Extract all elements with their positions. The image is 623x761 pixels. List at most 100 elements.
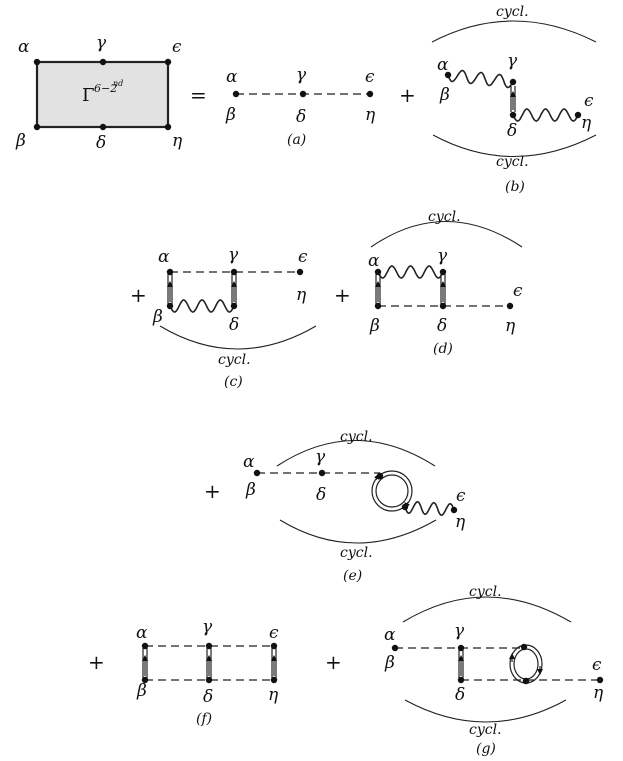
cycl-label: cycl. — [469, 722, 502, 738]
caption-b: (b) — [505, 179, 525, 195]
box-corner-dot — [33, 58, 41, 66]
label-alpha: α — [384, 625, 396, 645]
diagram-a: α γ ϵ β δ η (a) — [225, 65, 376, 148]
cycl-label: cycl. — [218, 352, 251, 368]
fermion-loop — [509, 644, 543, 684]
label-epsilon: ϵ — [592, 655, 602, 675]
plus-sign: + — [204, 479, 221, 503]
label-delta: δ — [507, 121, 517, 141]
label-eta: η — [296, 285, 307, 305]
cycl-label: cycl. — [428, 209, 461, 225]
plus-sign: + — [334, 283, 351, 307]
cycl-arc-bottom — [159, 325, 317, 350]
label-eta: η — [505, 316, 516, 336]
vertex-dot — [391, 644, 399, 652]
label-beta: β — [245, 480, 256, 500]
plus-sign: + — [130, 283, 147, 307]
label-alpha: α — [243, 452, 255, 472]
diagram-e: cycl. α γ ϵ β δ η cycl. (e) — [243, 429, 466, 584]
vertex-dot — [522, 677, 530, 685]
vertex-box — [35, 60, 170, 129]
label-alpha: α — [18, 37, 30, 57]
diagram-b: cycl. α γ ϵ β δ η cycl. (b) — [431, 4, 597, 195]
label-epsilon: ϵ — [172, 37, 182, 57]
vertex-dot — [166, 268, 174, 276]
vertex-dot — [141, 642, 149, 650]
vertex-dot — [166, 302, 174, 310]
cycl-arc-bottom — [279, 519, 437, 544]
label-gamma: γ — [296, 65, 307, 85]
caption-f: (f) — [196, 711, 212, 727]
cycl-label: cycl. — [340, 545, 373, 561]
vertex-dot — [401, 503, 409, 511]
label-eta: η — [172, 131, 183, 151]
cycl-label: cycl. — [469, 584, 502, 600]
vertex-dot — [270, 642, 278, 650]
vertex-dot — [230, 302, 238, 310]
label-epsilon: ϵ — [584, 91, 594, 111]
label-delta: δ — [296, 107, 306, 127]
photon-wavy-line — [404, 500, 455, 517]
label-epsilon: ϵ — [365, 67, 375, 87]
label-alpha: α — [437, 55, 449, 75]
box-corner-dot — [164, 58, 172, 66]
label-gamma: γ — [454, 621, 465, 641]
plus-sign: + — [325, 650, 342, 674]
vertex-dot — [457, 676, 465, 684]
label-eta: η — [268, 685, 279, 705]
diagram-g: cycl. α γ ϵ β δ η cycl. (g) — [384, 584, 604, 757]
caption-a: (a) — [287, 132, 306, 148]
vertex-dot — [509, 111, 517, 119]
cycl-label: cycl. — [496, 4, 529, 20]
label-beta: β — [439, 85, 450, 105]
cycl-arc-top — [370, 220, 523, 248]
fermion-loop — [513, 648, 539, 680]
cycl-arc-bottom — [404, 699, 567, 723]
vertex-dot — [439, 302, 447, 310]
vertex-dot — [296, 268, 304, 276]
vertex-dot — [506, 302, 514, 310]
label-eta: η — [365, 105, 376, 125]
fermion-loop — [371, 470, 413, 512]
gamma-superscript: 6−2 — [94, 82, 117, 95]
vertex-dot — [450, 506, 458, 514]
photon-wavy-line — [169, 299, 235, 313]
vertex-dot — [439, 268, 447, 276]
vertex-dot — [253, 469, 261, 477]
label-alpha: α — [368, 251, 380, 271]
diagram-c: α γ ϵ β δ η cycl. (c) — [152, 245, 317, 390]
label-epsilon: ϵ — [513, 281, 523, 301]
vertex-dot — [374, 302, 382, 310]
vertex-dot — [574, 111, 582, 119]
box-bottom-dot — [99, 123, 107, 131]
label-epsilon: ϵ — [298, 247, 308, 267]
label-beta: β — [15, 131, 26, 151]
gamma-vertex-box: Γ 6−2 nd α γ ϵ β δ η — [15, 33, 183, 153]
equals-sign: = — [190, 83, 207, 107]
fermion-loop — [375, 474, 409, 508]
photon-wavy-line — [377, 265, 444, 279]
label-epsilon: ϵ — [456, 486, 466, 506]
label-gamma: γ — [507, 51, 518, 71]
caption-c: (c) — [224, 374, 243, 390]
label-alpha: α — [226, 67, 238, 87]
vertex-dot — [509, 78, 517, 86]
vertex-dot — [366, 90, 374, 98]
vertex-dot — [141, 676, 149, 684]
label-eta: η — [593, 683, 604, 703]
vertex-dot — [376, 472, 384, 480]
cycl-label: cycl. — [496, 154, 529, 170]
box-top-dot — [99, 58, 107, 66]
label-beta: β — [225, 105, 236, 125]
caption-g: (g) — [476, 741, 496, 757]
label-eta: η — [455, 512, 466, 532]
label-gamma: γ — [228, 245, 239, 265]
label-gamma: γ — [202, 617, 213, 637]
cycl-arc-bottom — [432, 134, 597, 158]
vertex-dot — [299, 90, 307, 98]
diagram-f: α γ ϵ β δ η (f) — [136, 617, 279, 727]
photon-wavy-line — [447, 69, 514, 89]
label-delta: δ — [229, 315, 239, 335]
label-alpha: α — [136, 623, 148, 643]
vertex-dot — [232, 90, 240, 98]
